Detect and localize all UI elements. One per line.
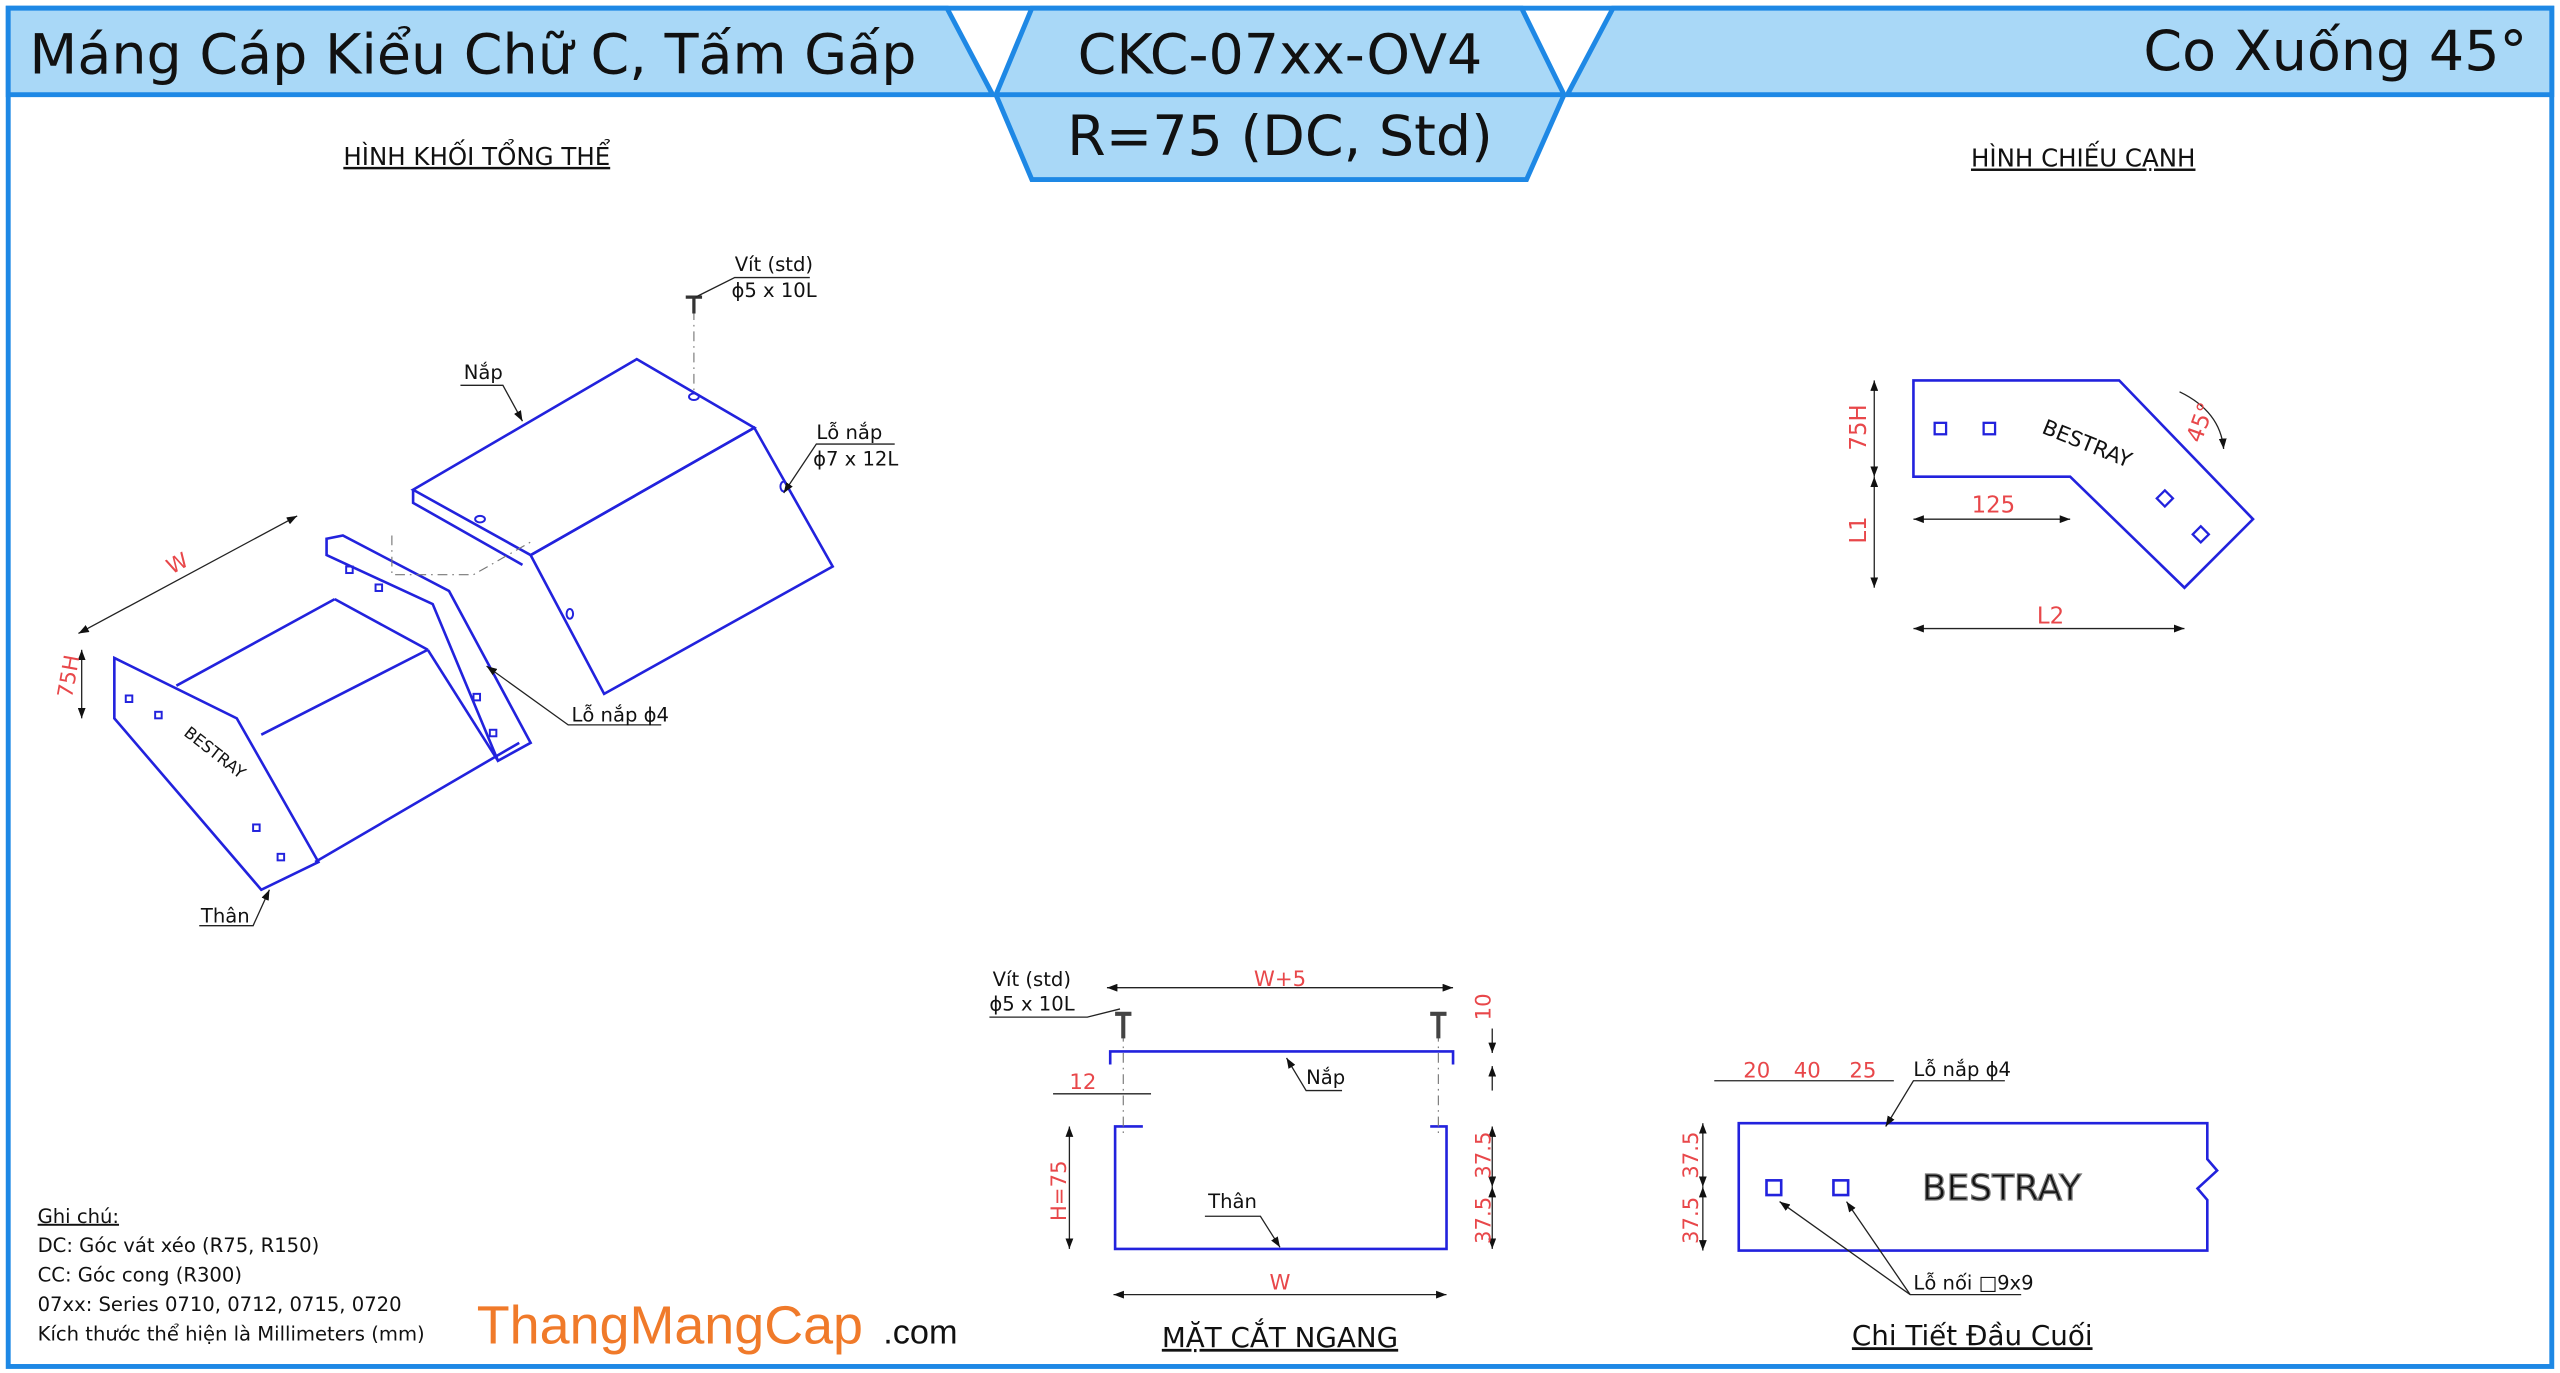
title-block: Máng Cáp Kiểu Chữ C, Tấm Gấp CKC-07xx-OV… [5,5,2555,183]
body-edge [426,649,500,762]
end-dim-25: 25 [1849,1059,1876,1084]
leader-line [989,1008,1121,1018]
end-detail-title: Chi Tiết Đầu Cuối [1852,1319,2093,1352]
section-dim-375-top: 37.5 [1472,1131,1497,1178]
body-end-face [113,655,321,892]
end-dim-375-bottom: 37.5 [1679,1197,1704,1244]
section-dim-12: 12 [1069,1070,1096,1095]
joint-hole [1832,1179,1850,1197]
iso-body-hole-label: Lỗ nắp ϕ4 [571,704,669,727]
side-view-title: HÌNH CHIẾU CẠNH [1971,141,2195,173]
iso-screw-size: ϕ5 x 10L [731,279,816,302]
leader-line [1885,1080,2005,1127]
note-line: Kích thước thể hiện là Millimeters (mm) [38,1322,425,1345]
section-dim-h: H=75 [1047,1160,1072,1221]
brand-name: ThangMangCap [477,1296,863,1356]
holes [124,392,788,862]
section-dim-w5: W+5 [1254,967,1306,992]
cross-section: W+5 Vít (std) ϕ5 x 10L 10 12 Nắp Thân H=… [989,967,1496,1354]
left-title-box [5,5,997,98]
section-cover-label: Nắp [1306,1066,1345,1089]
end-logo: BESTRAY [1922,1168,2081,1209]
angle-arc [2179,391,2227,450]
body-edge [314,741,520,864]
body-side-wall [325,534,533,763]
fitting-type: Co Xuống 45° [2143,19,2527,84]
leader-line [1204,1215,1281,1248]
side-logo: BESTRAY [2039,415,2136,473]
leader-line [199,889,271,927]
iso-logo: BESTRAY [180,723,249,783]
section-body-label: Thân [1207,1190,1257,1213]
leader-line [486,665,662,726]
iso-view-title: HÌNH KHỐI TỔNG THỂ [343,138,610,171]
side-angle: 45° [2182,399,2220,446]
iso-cover-hole-label: Lỗ nắp [816,421,882,444]
screw-icon-right [1430,1011,1447,1039]
note-line: DC: Góc vát xéo (R75, R150) [38,1234,320,1257]
brand-suffix: .com [883,1314,957,1352]
iso-dim-w: W [163,548,193,580]
section-dim-10: 10 [1472,993,1497,1020]
drawing-title: Máng Cáp Kiểu Chữ C, Tấm Gấp [29,22,916,87]
screw-icon-left [1115,1011,1132,1039]
right-title-box [1563,5,2555,98]
side-dim-125: 125 [1972,493,2016,519]
iso-dim-h: 75H [53,653,85,700]
iso-cover-hole-size: ϕ7 x 12L [813,447,898,470]
cover-lip [411,489,524,567]
end-hole-label: Lỗ nắp ϕ4 [1913,1058,2011,1081]
centerline [391,535,531,576]
isometric-view: HÌNH KHỐI TỔNG THỂ BESTRAY Vít (std) ϕ5 … [53,138,898,928]
screw-icon [685,295,703,314]
side-profile [1912,379,2255,590]
body-edge [334,598,429,651]
brand-watermark: ThangMangCap .com [477,1296,958,1356]
leader-line [695,276,810,298]
body-edge [175,598,336,687]
side-view: HÌNH CHIẾU CẠNH BESTRAY 75H L1 125 L2 45… [1846,141,2255,633]
joint-hole [1765,1179,1783,1197]
sheet-frame [5,5,2555,1369]
side-dim-l2: L2 [2037,604,2064,630]
dimension-line [78,515,298,635]
section-title: MẶT CẮT NGANG [1162,1317,1398,1354]
notes-title: Ghi chú: [38,1205,119,1228]
notes: Ghi chú: DC: Góc vát xéo (R75, R150) CC:… [38,1205,425,1346]
cover-profile [1108,1050,1455,1065]
product-code: CKC-07xx-OV4 [1078,22,1483,87]
note-line: 07xx: Series 0710, 0712, 0715, 0720 [38,1293,402,1316]
end-dim-20: 20 [1743,1059,1770,1084]
cover-top-sloped [528,425,835,696]
section-screw-size: ϕ5 x 10L [989,993,1074,1016]
leader-line [783,443,895,494]
leader-line [1285,1057,1343,1092]
section-dim-w: W [1270,1271,1291,1296]
section-dim-375-bottom: 37.5 [1472,1197,1497,1244]
product-subcode: R=75 (DC, Std) [1067,104,1493,169]
end-joint-label: Lỗ nối □9x9 [1913,1272,2033,1295]
end-dim-375-top: 37.5 [1679,1131,1704,1178]
iso-screw-label: Vít (std) [735,253,813,276]
leader-line [1845,1201,1911,1296]
iso-body-label: Thân [200,904,250,927]
section-screw-label: Vít (std) [993,968,1071,991]
leader-line [460,384,524,422]
note-line: CC: Góc cong (R300) [38,1264,242,1287]
end-dim-40: 40 [1794,1059,1821,1084]
body-profile [1113,1125,1448,1251]
body-edge [260,648,429,736]
joint-holes [1933,421,2211,545]
side-dim-h: 75H [1846,404,1872,450]
end-detail: BESTRAY 20 40 25 Lỗ nắp ϕ4 Lỗ nối □9x9 3… [1679,1058,2219,1352]
side-dim-l1: L1 [1846,516,1872,543]
iso-cover-label: Nắp [464,361,503,384]
end-plate-outline [1737,1121,2219,1252]
